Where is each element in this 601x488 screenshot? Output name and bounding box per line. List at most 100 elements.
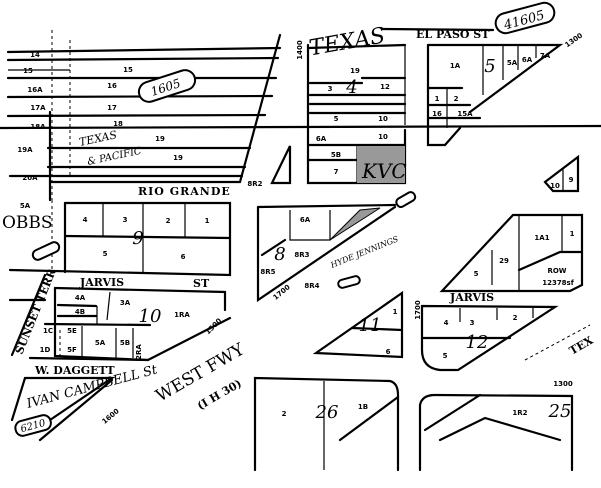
block-number: 25 [548,401,572,422]
lot-label: 8R5 [260,268,275,276]
street-label-jarvis: JARVIS [79,276,124,289]
block-name: KVC [361,159,407,183]
lot-label: 16 [107,82,117,90]
block-number: 26 [315,402,339,423]
block-number: 4 [345,77,357,98]
block-number: 12 [466,332,489,353]
block-number: 11 [359,315,382,336]
lot-label: 1 [205,217,210,225]
lot-label: 5 [103,250,108,258]
lot-label: 6A [300,216,311,224]
lot-label: 19A [17,146,33,154]
lot-label: 15A [457,110,473,118]
street-label-st: ST [193,277,210,290]
ivan-campbell-block: IVAN CAMPBELL St 1600 6210 WEST FWY (I H… [10,339,249,442]
block-number: 8 [274,244,285,265]
address-oval: 6210 [14,414,52,437]
lot-label: 1 [393,308,398,316]
address-number: 1700 [272,283,292,302]
street-label-rio-grande: RIO GRANDE [138,185,231,198]
lot-label: 1RA [174,311,190,319]
lot-label: 1B [358,403,368,411]
lot-label: 18 [113,120,123,128]
lot-label: 8R4 [304,282,319,290]
block-25: 1300 1R2 25 [418,380,574,472]
lot-label: 6A [316,135,327,143]
lot-label: 5 [474,270,479,278]
street-label-hobbs: OBBS [2,213,53,233]
lot-label: 4B [75,308,85,316]
lot-label: ROW [547,267,566,275]
lot-label: 6 [386,348,391,356]
lot-label: 8R2 [247,180,262,188]
lot-label: 15 [23,67,33,75]
address-number: 1500 [204,317,224,337]
address-oval: 41605 [494,1,556,35]
lot-label: 3A [120,299,131,307]
block-26: 2 26 1B [253,376,400,472]
top-left-lots: 14 15 15 16A 16 17A 17 18A 18 19A 19 19 … [0,30,601,202]
street-label-jarvis-right: JARVIS [449,291,494,304]
lot-label: 2 [166,217,171,225]
block-8: 6A 8 8R3 8R4 8R5 HYDE JENNINGS 1700 [256,191,417,303]
lot-label: 3 [470,319,475,327]
lot-label: 12378sf [542,279,575,287]
lot-label: 1 [435,95,440,103]
street-label-w-daggett: W. DAGGETT [34,364,115,377]
lot-label: 6A [522,56,533,64]
block-11: 1 6 11 [312,290,404,359]
address-number: 1400 [296,40,304,60]
lot-label: 5A [20,202,31,210]
lot-label: 19 [173,154,183,162]
lot-label: 7 [334,168,339,176]
lot-label: 16A [27,86,43,94]
lot-label: 2RA [135,344,143,360]
lot-label: 12 [380,83,390,91]
lot-label: 5 [443,352,448,360]
lot-label: 1A [450,62,461,70]
lot-label: 2 [513,314,518,322]
railroad-label: TEXAS [78,128,119,149]
top-right-block: EL PASO ST 41605 1A 5 5A 6A 7A 1 2 16 15… [381,1,585,193]
lot-label: 4 [83,216,88,224]
lot-label: 4A [75,294,86,302]
lot-label: 19 [350,67,360,75]
street-label-sunset-terr: SUNSET TERR [13,266,59,356]
lot-label: 5B [120,339,130,347]
lot-label: 5 [334,115,339,123]
lot-label: 1R2 [512,409,527,417]
lot-label: 6 [181,253,186,261]
block-12: 4 3 2 5 12 TEX [420,304,596,372]
address-number: 1300 [564,31,585,49]
lot-label: 17A [30,104,46,112]
block-number: 5 [484,56,495,77]
lot-label: 2 [454,95,459,103]
label-hyde-jennings: HYDE JENNINGS [328,234,400,270]
lot-label: 7A [540,52,551,60]
lot-label: 1C [43,327,53,335]
block-number: 9 [132,228,143,249]
lot-label: 5A [95,339,106,347]
railroad-label: TEX [567,334,596,358]
shaded-parcel [357,146,405,183]
railroad-label: TEXAS [307,23,387,61]
lot-label: 3 [123,216,128,224]
address-number: 1600 [101,407,121,426]
lot-label: 4 [444,319,449,327]
lot-label: 1A1 [534,234,549,242]
lot-label: 14 [30,51,40,59]
lot-label: 16 [432,110,442,118]
lot-label: 5B [331,151,341,159]
lot-label: 17 [107,104,117,112]
block-number: 10 [139,306,162,327]
lot-label: 10 [550,182,560,190]
lot-label: 5A [507,59,518,67]
address-number: 1300 [553,380,573,388]
lot-label: 10 [378,133,388,141]
lot-label: 20A [22,174,38,182]
lot-label: 5E [67,327,77,335]
block-right: 5 29 1A1 1 ROW 12378sf JARVIS 1700 [414,213,584,320]
street-label-el-paso: EL PASO ST [416,28,490,41]
lot-label: 9 [569,176,574,184]
